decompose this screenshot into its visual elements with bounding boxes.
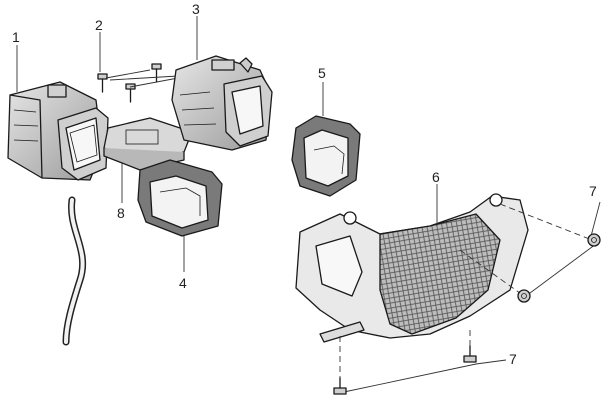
callout-7-lower: 7	[509, 351, 517, 367]
callout-3: 3	[192, 1, 200, 17]
callout-4: 4	[179, 275, 187, 291]
screw-right-lower	[517, 289, 531, 303]
screw-right-upper	[587, 233, 601, 247]
callout-2: 2	[95, 17, 103, 33]
screw-b	[151, 63, 162, 83]
callout-1: 1	[12, 29, 20, 45]
screw-bottom-right	[463, 345, 477, 363]
callout-6: 6	[432, 169, 440, 185]
callout-5: 5	[318, 65, 326, 81]
left-trim-ring	[137, 159, 223, 272]
left-headlight-module	[7, 81, 109, 346]
headlight-cowl	[295, 184, 529, 343]
screw-bottom-left	[333, 377, 347, 395]
right-trim-ring	[291, 82, 361, 197]
callout-8: 8	[117, 205, 125, 221]
screw-a	[97, 73, 108, 93]
right-headlight-module	[171, 16, 273, 151]
cowl-screws	[333, 201, 601, 395]
callout-leaders	[16, 32, 101, 92]
callout-7-upper: 7	[589, 183, 597, 199]
callout-labels: 1 2 3 4 5 6 7 7 8	[12, 1, 597, 367]
